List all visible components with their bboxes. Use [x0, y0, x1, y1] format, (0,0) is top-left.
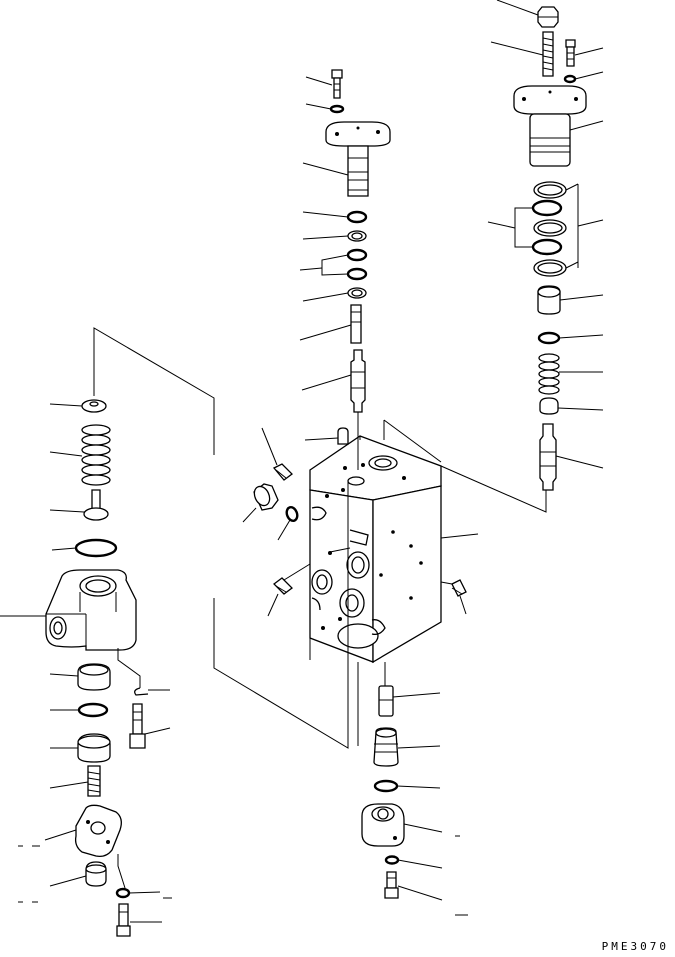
valve-housing-left [0, 570, 136, 650]
washer-top-center [331, 106, 343, 112]
fitting-left-lower [268, 564, 310, 616]
flange-left [18, 805, 121, 856]
bolt-bottom [385, 872, 442, 900]
o-ring-large-2 [533, 240, 561, 254]
o-ring-bottom [375, 781, 397, 791]
valve-body [310, 436, 441, 662]
bolt-top-center [306, 70, 342, 98]
spool-right [540, 424, 603, 490]
o-ring-left-small [79, 704, 107, 716]
small-fittings [243, 428, 478, 616]
stud-left [50, 766, 100, 796]
flanged-piston-top [303, 122, 390, 196]
valve-seat-bottom [374, 728, 440, 766]
o-ring-3 [348, 250, 366, 260]
plug-right [538, 286, 603, 314]
spool-lower [302, 350, 365, 412]
spring-seat-right [540, 398, 603, 414]
cap-nut-left [18, 862, 106, 902]
large-plug-left [243, 484, 278, 522]
plug-left [50, 664, 110, 690]
bolt-left-bottom [117, 904, 162, 936]
snap-ring-left [135, 688, 170, 695]
spring-seat-left [50, 400, 106, 412]
o-ring-1 [348, 212, 366, 222]
small-screw-top-right [566, 40, 603, 66]
left-column [0, 328, 348, 936]
seat-left [50, 734, 110, 762]
bolt-left [130, 704, 170, 748]
spring-left [50, 425, 110, 485]
fitting-left-upper [262, 428, 292, 480]
piston-bottom [379, 686, 440, 716]
poppet-left [50, 490, 108, 520]
o-ring-right-small [539, 333, 559, 343]
fitting-right [441, 580, 466, 614]
top-right-column [384, 0, 603, 512]
cap-nut-top-right [497, 0, 558, 27]
washer-bottom [386, 857, 398, 864]
top-center-column [300, 70, 390, 470]
flanged-cylinder-top-right [514, 86, 603, 166]
o-ring-left-large [76, 540, 116, 556]
drawing-code: PME3070 [601, 940, 669, 953]
spring-right [539, 354, 603, 394]
washer-left [117, 889, 129, 897]
washer-top-right [565, 76, 575, 82]
stud-bolt-top-right [491, 32, 553, 76]
spool-upper [300, 305, 361, 343]
o-ring-large-1 [533, 201, 561, 215]
bottom-center-column [310, 638, 468, 915]
o-ring-4 [348, 269, 366, 279]
small-plug-top [305, 428, 348, 444]
o-ring-body-left [278, 506, 299, 540]
cover-bottom [362, 804, 442, 846]
